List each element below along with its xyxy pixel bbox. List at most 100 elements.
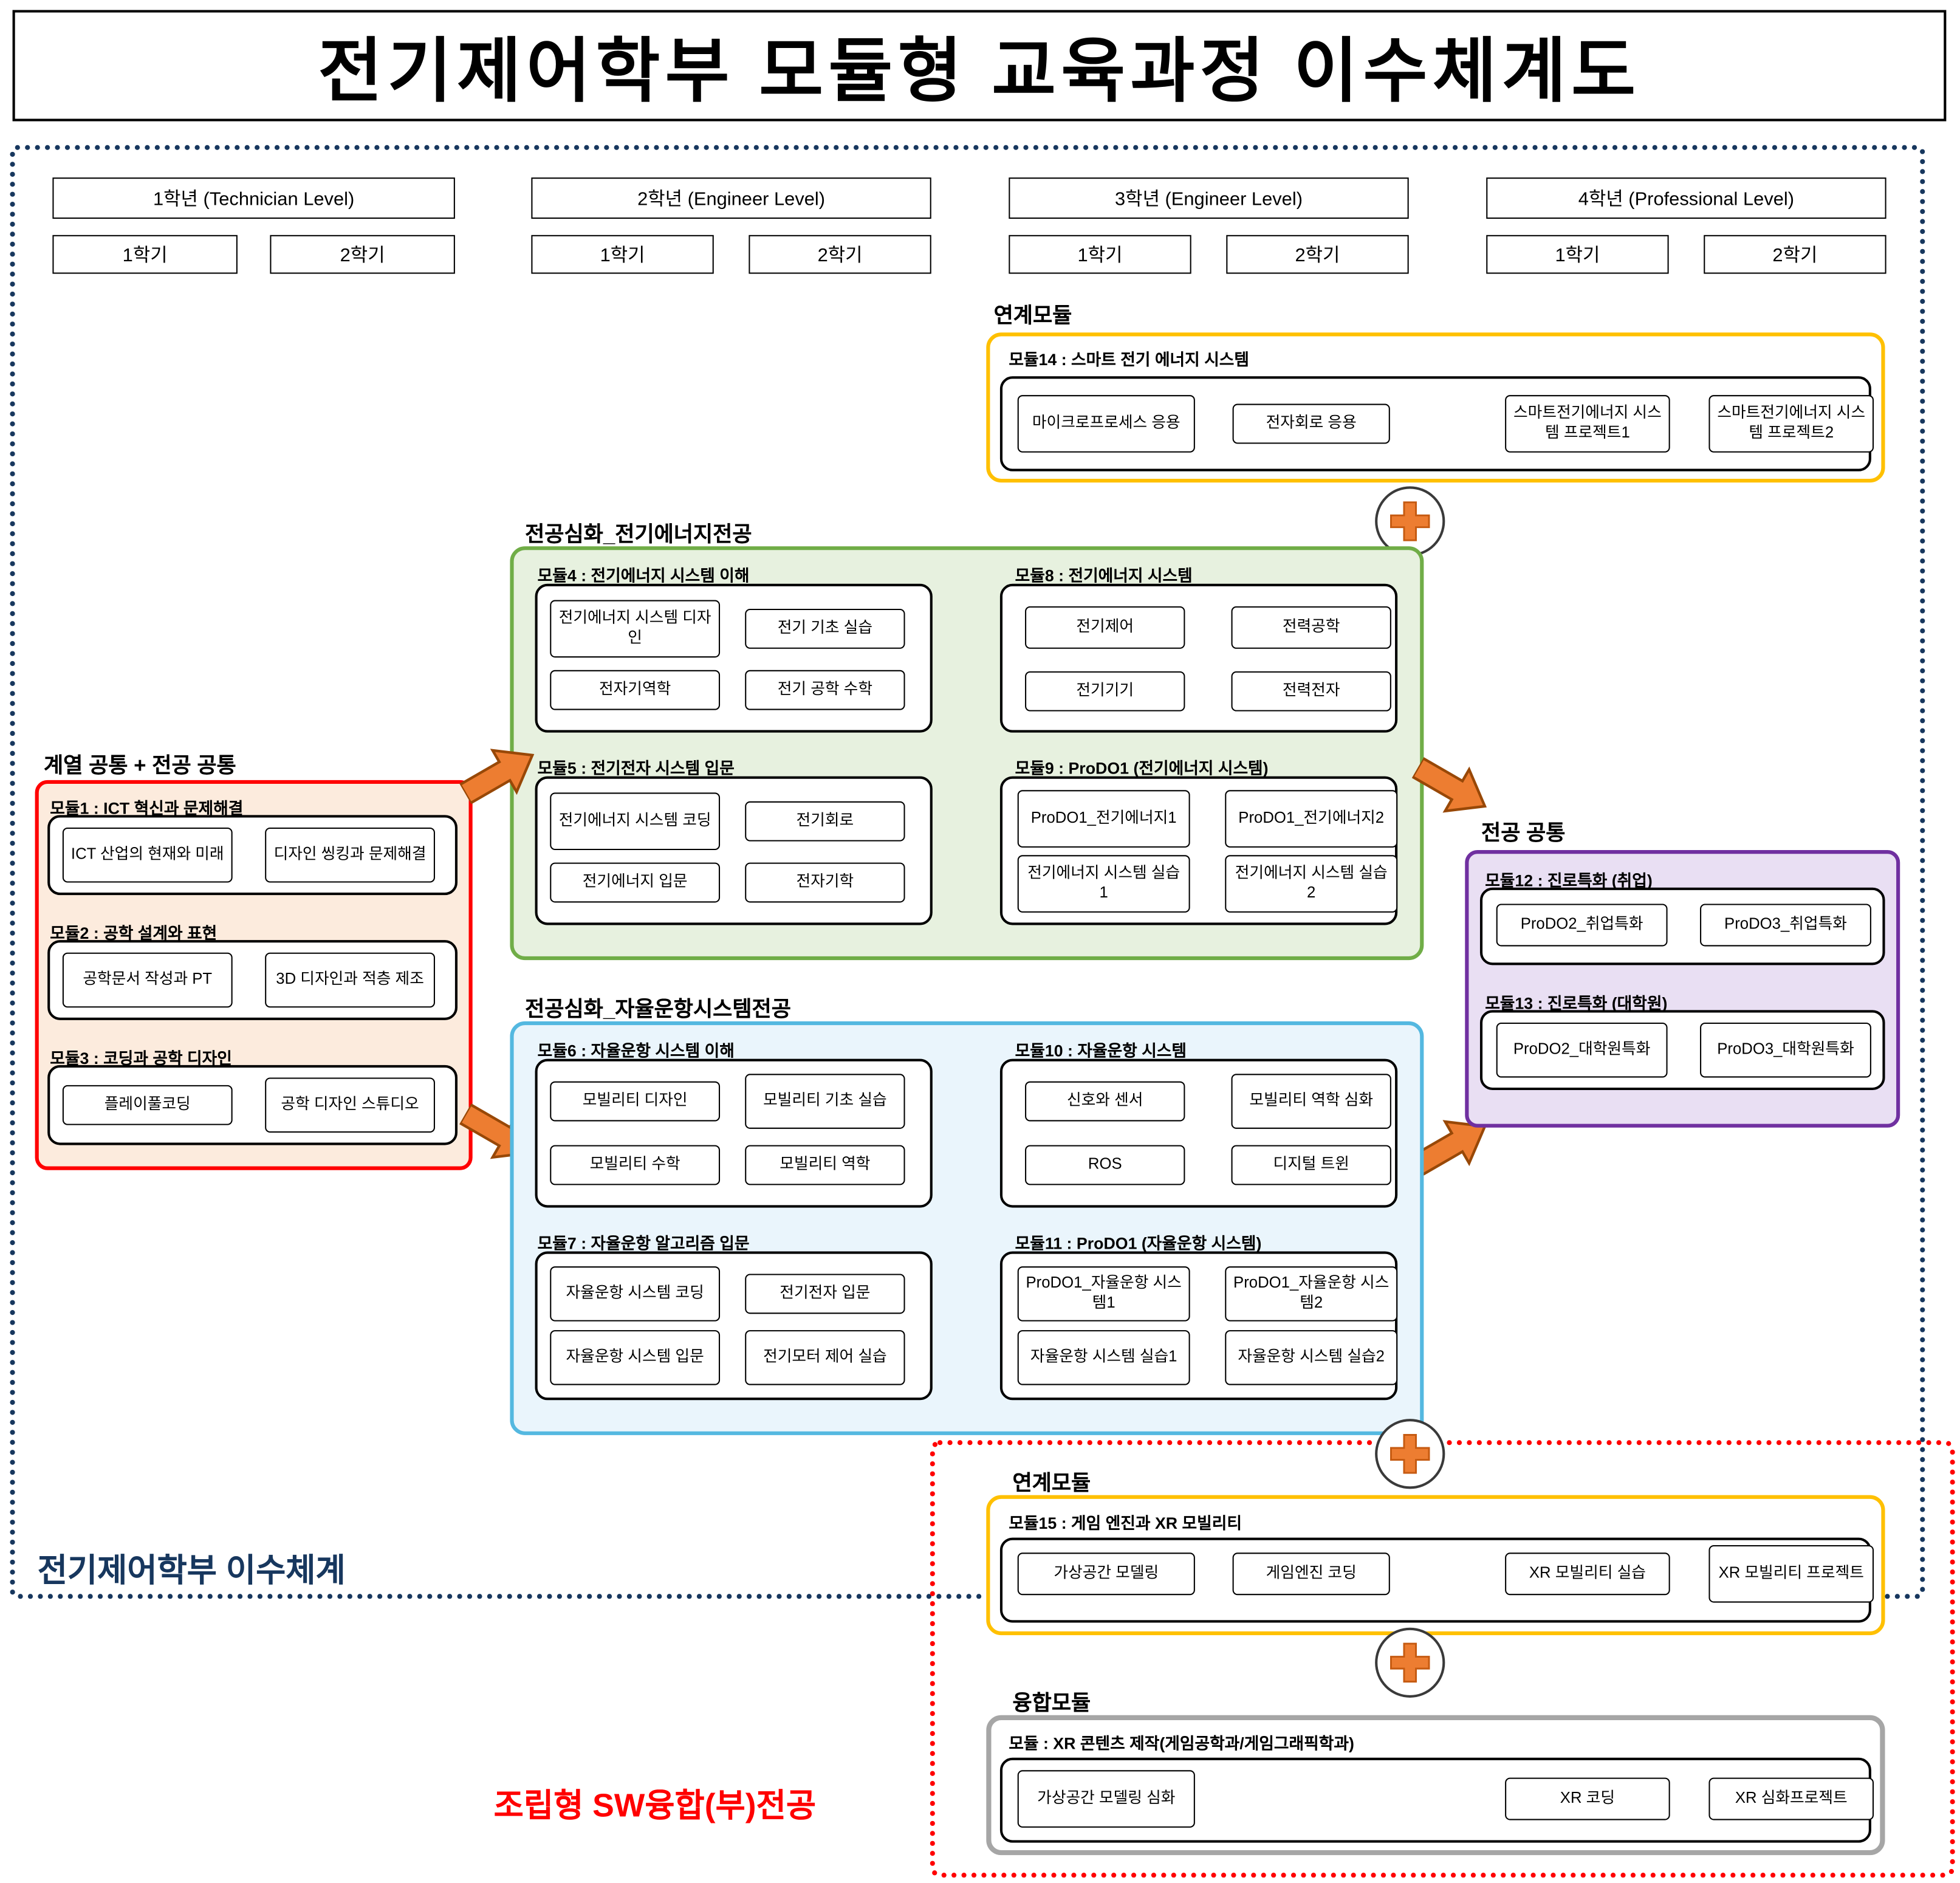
section-label-major-common: 전공 공통 [1481,821,1566,845]
module-title-m6: 모듈6 : 자율운항 시스템 이해 [537,1041,735,1060]
course-box: 신호와 센서 [1025,1081,1185,1122]
year-header-1: 1학년 (Technician Level) [52,177,455,219]
course-box: 전기에너지 시스템 디자인 [550,600,721,658]
course-box: 전기모터 제어 실습 [745,1330,905,1385]
course-box: 전기에너지 시스템 실습2 [1225,855,1398,913]
module-title-m2: 모듈2 : 공학 설계와 표현 [50,924,218,943]
module-title-xr: 모듈 : XR 콘텐츠 제작(게임공학과/게임그래픽학과) [1009,1734,1354,1753]
course-box: 전기에너지 시스템 실습1 [1017,855,1190,913]
course-box: 전력공학 [1231,606,1391,649]
plus-icon [1390,501,1430,541]
plus-connector-icon [1375,1419,1445,1489]
semester-box-3-1: 1학기 [1009,235,1191,274]
course-box: 자율운항 시스템 입문 [550,1330,721,1385]
module-title-m8: 모듈8 : 전기에너지 시스템 [1015,566,1193,585]
course-box: 전자기학 [745,862,905,903]
dept-system-label: 전기제어학부 이수체계 [37,1551,346,1589]
course-box: 전기회로 [745,801,905,842]
course-box: ProDO1_자율운항 시스템1 [1017,1266,1190,1322]
course-box: XR 모빌리티 프로젝트 [1708,1545,1874,1603]
module-title-m1: 모듈1 : ICT 혁신과 문제해결 [50,798,244,818]
module-title-m14: 모듈14 : 스마트 전기 에너지 시스템 [1009,350,1250,369]
arrow-energy-to-majorcommon-icon [1410,756,1487,813]
section-label-linked-bottom: 연계모듈 [1012,1471,1091,1495]
course-box: 전기기기 [1025,671,1185,712]
module-title-m7: 모듈7 : 자율운항 알고리즘 입문 [537,1233,750,1253]
course-box: 전기에너지 입문 [550,862,721,903]
course-box: XR 심화프로젝트 [1708,1777,1874,1820]
module-title-m11: 모듈11 : ProDO1 (자율운항 시스템) [1015,1233,1262,1253]
course-box: 전기 기초 실습 [745,608,905,649]
section-label-energy-track: 전공심화_전기에너지전공 [525,522,752,547]
course-box: ProDO1_전기에너지1 [1017,790,1190,848]
course-box: ProDO3_대학원특화 [1700,1022,1871,1078]
module-title-m15: 모듈15 : 게임 엔진과 XR 모빌리티 [1009,1514,1242,1533]
module-title-m3: 모듈3 : 코딩과 공학 디자인 [50,1049,232,1068]
course-box: 가상공간 모델링 [1017,1552,1195,1596]
course-box: 모빌리티 역학 심화 [1231,1074,1391,1129]
semester-box-3-2: 2학기 [1226,235,1409,274]
course-box: ROS [1025,1145,1185,1185]
course-box: ProDO1_전기에너지2 [1225,790,1398,848]
semester-box-4-1: 1학기 [1486,235,1669,274]
course-box: 스마트전기에너지 시스템 프로젝트2 [1708,395,1874,453]
module-title-m10: 모듈10 : 자율운항 시스템 [1015,1041,1187,1060]
course-box: 공학 디자인 스튜디오 [265,1077,435,1133]
course-box: ProDO1_자율운항 시스템2 [1225,1266,1398,1322]
sw-fusion-label: 조립형 SW융합(부)전공 [493,1786,817,1824]
course-box: 모빌리티 디자인 [550,1081,721,1122]
course-box: 모빌리티 기초 실습 [745,1074,905,1129]
arrow-common-to-energy-icon [458,749,535,805]
course-box: 자율운항 시스템 실습2 [1225,1330,1398,1385]
section-label-autonomous-track: 전공심화_자율운항시스템전공 [525,997,791,1021]
course-box: 전자회로 응용 [1232,403,1390,444]
course-box: 3D 디자인과 적층 제조 [265,952,435,1008]
course-box: 마이크로프로세스 응용 [1017,395,1195,453]
plus-connector-icon [1375,1627,1445,1698]
course-box: 전기 공학 수학 [745,670,905,710]
course-box: 전기전자 입문 [745,1274,905,1314]
module-title-m13: 모듈13 : 진로특화 (대학원) [1485,993,1668,1013]
course-box: 모빌리티 역학 [745,1145,905,1185]
course-box: 플레이풀코딩 [62,1085,233,1125]
course-box: 게임엔진 코딩 [1232,1552,1390,1596]
module-title-m12: 모듈12 : 진로특화 (취업) [1485,871,1653,890]
semester-box-2-2: 2학기 [749,235,931,274]
semester-box-1-2: 2학기 [270,235,455,274]
course-box: 전력전자 [1231,671,1391,712]
section-label-fusion: 융합모듈 [1012,1691,1091,1715]
course-box: 전기에너지 시스템 코딩 [550,792,721,851]
module-title-m4: 모듈4 : 전기에너지 시스템 이해 [537,566,750,585]
module-title-m5: 모듈5 : 전기전자 시스템 입문 [537,758,735,778]
course-box: 전기제어 [1025,606,1185,649]
course-box: ICT 산업의 현재와 미래 [62,827,233,883]
section-label-common-track: 계열 공통 + 전공 공통 [44,753,236,778]
course-box: ProDO3_취업특화 [1700,904,1871,947]
course-box: ProDO2_취업특화 [1496,904,1668,947]
course-box: 공학문서 작성과 PT [62,952,233,1008]
module-title-m9: 모듈9 : ProDO1 (전기에너지 시스템) [1015,758,1269,778]
semester-box-4-2: 2학기 [1704,235,1886,274]
year-header-4: 4학년 (Professional Level) [1486,177,1886,219]
plus-icon [1390,1642,1430,1683]
course-box: 전자기역학 [550,670,721,710]
course-box: 가상공간 모델링 심화 [1017,1770,1195,1828]
arrow-autonomous-to-majorcommon-icon [1410,1120,1487,1176]
semester-box-2-1: 1학기 [531,235,714,274]
plus-icon [1390,1434,1430,1474]
page-title: 전기제어학부 모듈형 교육과정 이수체계도 [12,10,1947,122]
section-label-linked-top: 연계모듈 [993,303,1072,328]
course-box: XR 코딩 [1505,1777,1670,1820]
course-box: 디자인 씽킹과 문제해결 [265,827,435,883]
course-box: ProDO2_대학원특화 [1496,1022,1668,1078]
course-box: 모빌리티 수학 [550,1145,721,1185]
course-box: 자율운항 시스템 코딩 [550,1266,721,1322]
course-box: 스마트전기에너지 시스템 프로젝트1 [1505,395,1670,453]
year-header-3: 3학년 (Engineer Level) [1009,177,1409,219]
semester-box-1-1: 1학기 [52,235,238,274]
course-box: 자율운항 시스템 실습1 [1017,1330,1190,1385]
year-header-2: 2학년 (Engineer Level) [531,177,931,219]
course-box: 디지털 트윈 [1231,1145,1391,1185]
course-box: XR 모빌리티 실습 [1505,1552,1670,1596]
